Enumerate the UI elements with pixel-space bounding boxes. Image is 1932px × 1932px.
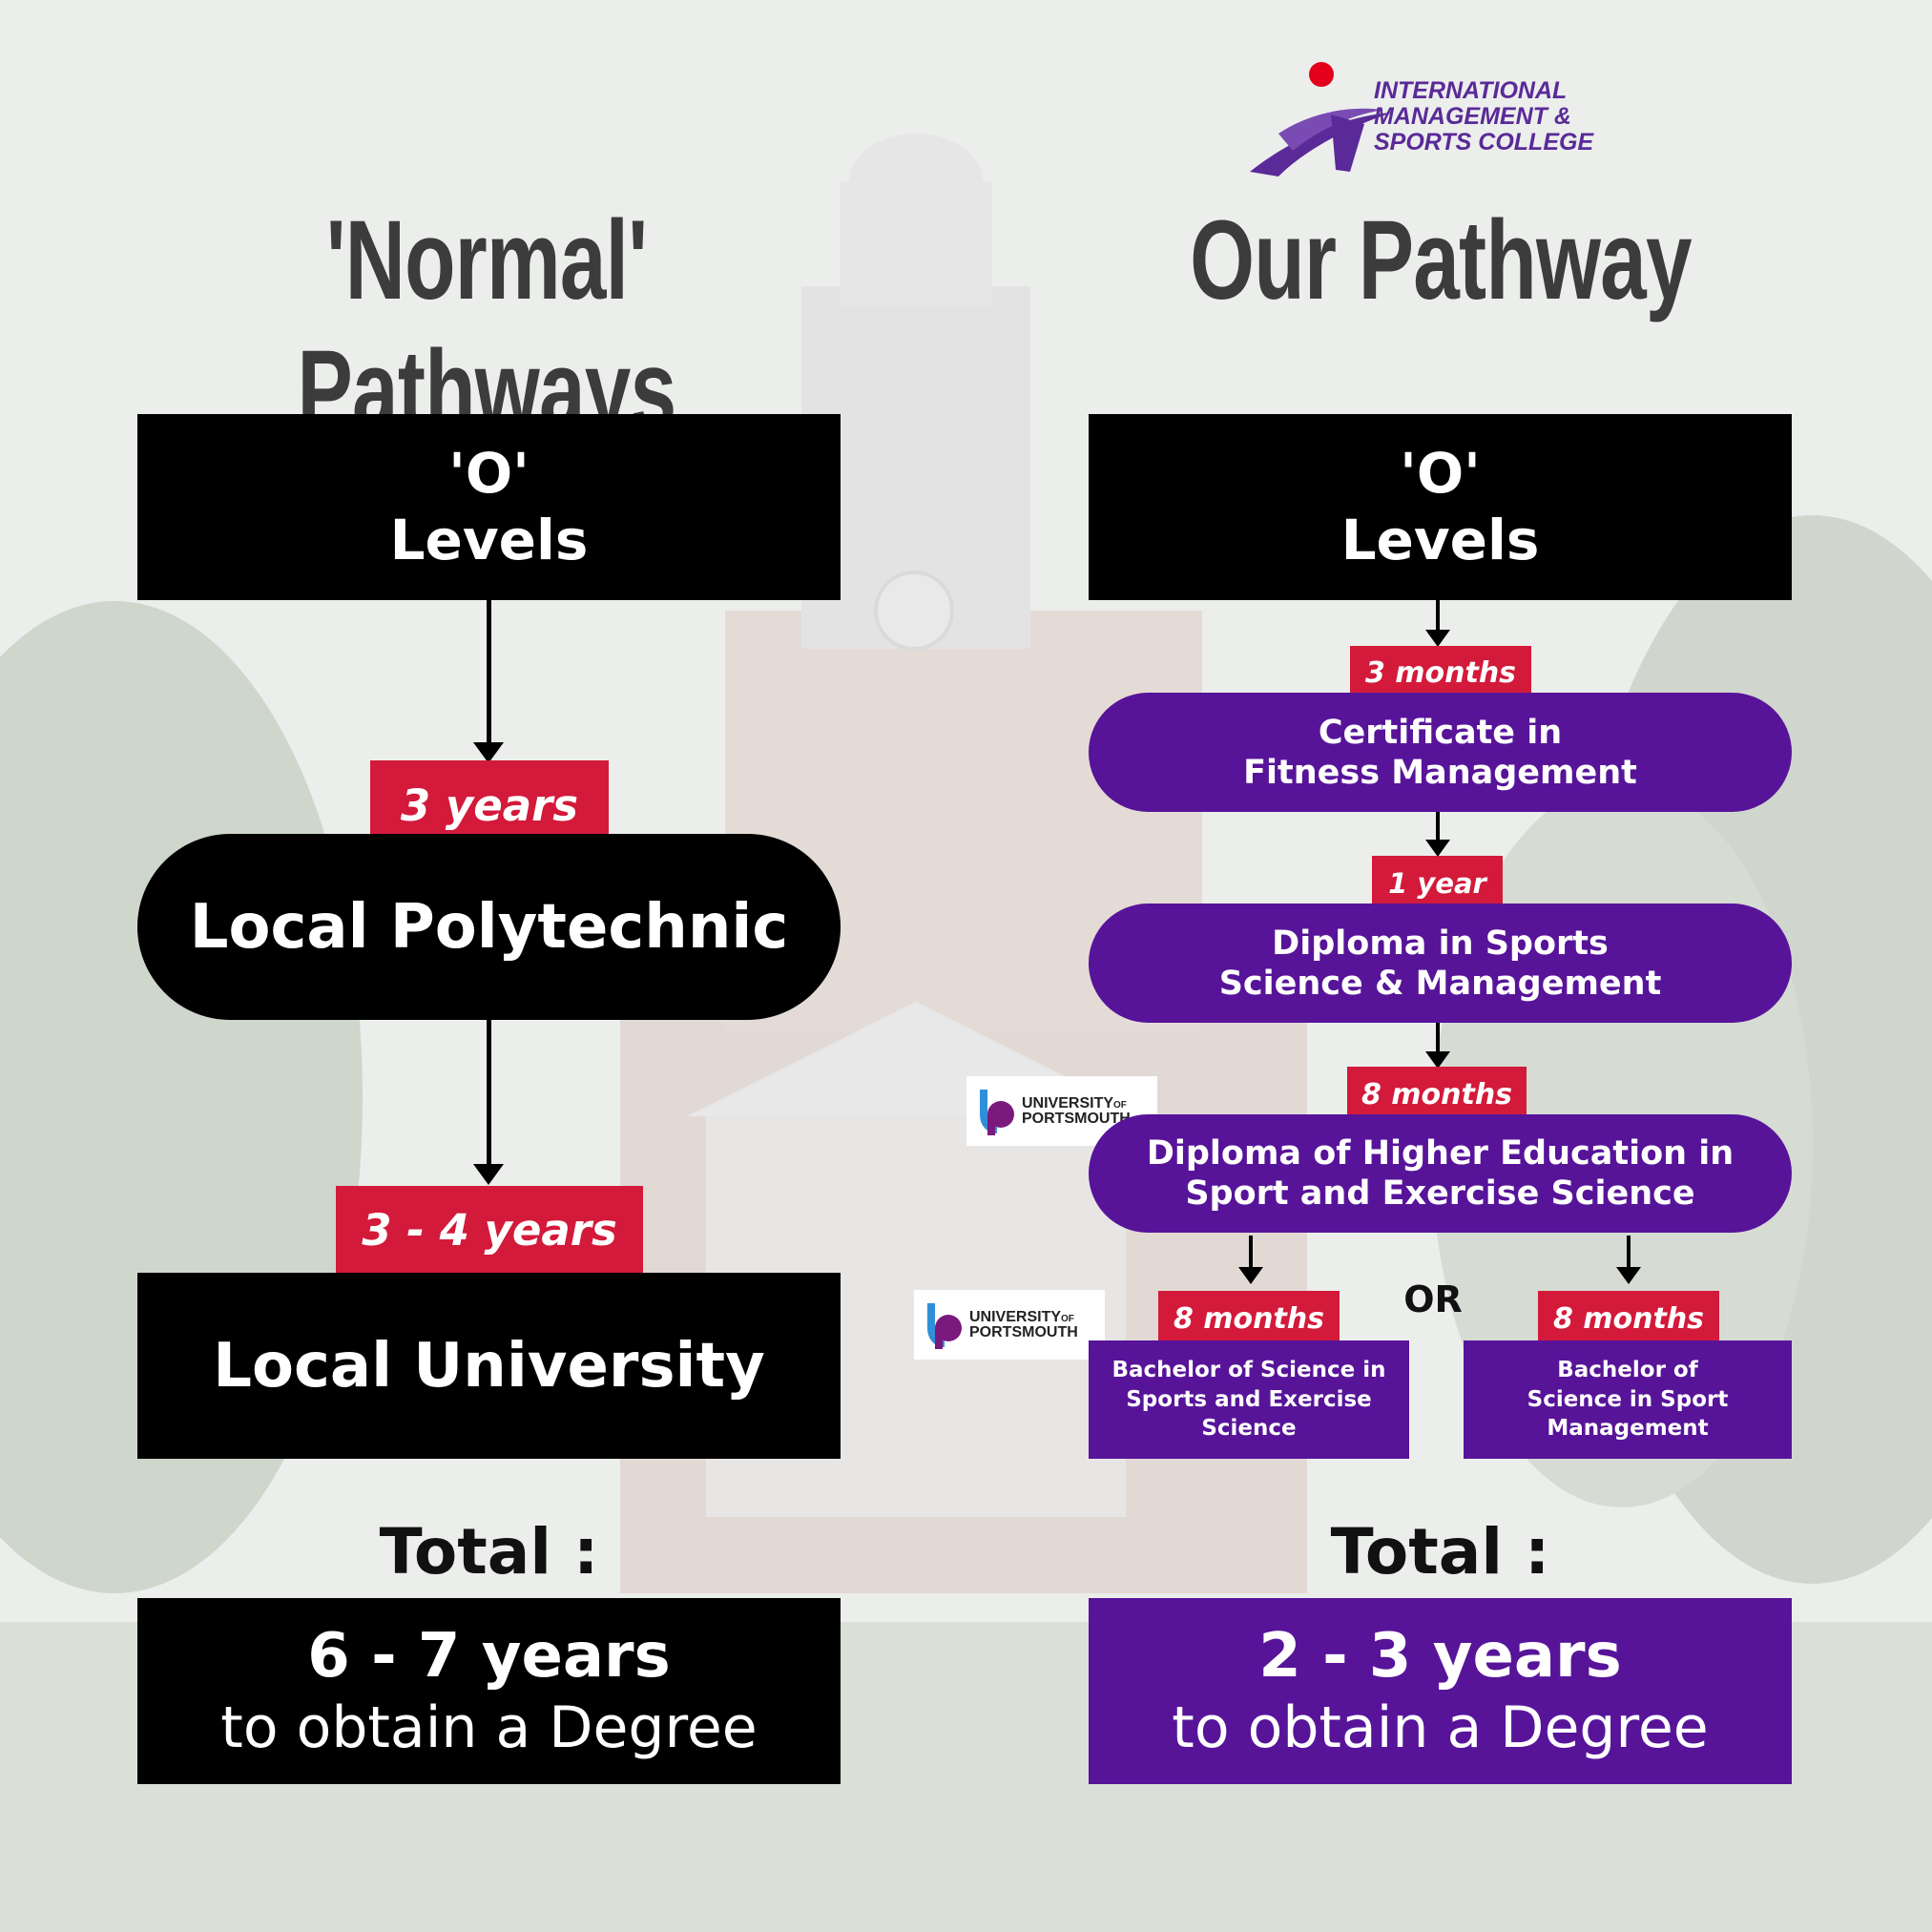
portsmouth-badge-1-line-2: PORTSMOUTH	[1022, 1110, 1131, 1127]
right-diploma-line-2: Science & Management	[1218, 964, 1662, 1003]
branch-a-arrow-tip	[1238, 1267, 1263, 1284]
left-total-box: 6 - 7 years to obtain a Degree	[137, 1598, 841, 1784]
right-arrow-2-line	[1436, 812, 1440, 845]
left-o-label: 'O'	[448, 440, 530, 506]
right-arrow-3-line	[1436, 1023, 1440, 1056]
branch-b-arrow-line	[1627, 1236, 1631, 1271]
left-o-levels-box: 'O' Levels	[137, 414, 841, 600]
right-arrow-1-tip	[1425, 630, 1450, 647]
branch-b-line-1: Bachelor of	[1557, 1358, 1698, 1383]
or-label: OR	[1403, 1278, 1463, 1320]
portsmouth-badge-1-of: OF	[1113, 1099, 1127, 1111]
right-duration-tag-2: 1 year	[1372, 856, 1503, 910]
portsmouth-badge-2-line-2: PORTSMOUTH	[969, 1323, 1078, 1340]
portsmouth-badge-2: UNIVERSITYOF PORTSMOUTH	[914, 1290, 1105, 1360]
left-duration-tag-2: 3 - 4 years	[336, 1186, 643, 1274]
logo-line-3: SPORTS COLLEGE	[1374, 129, 1594, 156]
right-duration-tag-3: 8 months	[1347, 1067, 1527, 1122]
right-certificate-line-2: Fitness Management	[1243, 753, 1637, 792]
left-total-suffix: to obtain a Degree	[220, 1693, 758, 1761]
portsmouth-badge-2-line-1: UNIVERSITY	[969, 1308, 1062, 1325]
right-o-label: 'O'	[1400, 440, 1481, 506]
right-higher-education-box: Diploma of Higher Education in Sport and…	[1089, 1114, 1792, 1233]
branch-a-arrow-line	[1249, 1236, 1253, 1271]
right-certificate-box: Certificate in Fitness Management	[1089, 693, 1792, 812]
branch-a-box: Bachelor of Science in Sports and Exerci…	[1089, 1340, 1409, 1459]
right-diploma-line-1: Diploma in Sports	[1272, 924, 1609, 963]
left-arrow-2-tip	[473, 1164, 504, 1185]
portsmouth-badge-1-line-1: UNIVERSITY	[1022, 1094, 1114, 1111]
college-logo-mark	[1250, 62, 1393, 177]
right-arrow-1-line	[1436, 600, 1440, 634]
right-higher-education-line-2: Sport and Exercise Science	[1185, 1174, 1695, 1213]
right-arrow-2-tip	[1425, 840, 1450, 857]
left-university-box: Local University	[137, 1273, 841, 1459]
right-heading: Our Pathway	[1190, 197, 1692, 323]
portsmouth-badge-2-of: OF	[1061, 1313, 1074, 1324]
right-certificate-line-1: Certificate in	[1318, 713, 1563, 752]
left-heading: 'Normal' Pathways	[297, 197, 677, 453]
branch-b-box: Bachelor of Science in Sport Management	[1464, 1340, 1792, 1459]
left-arrow-1-tip	[473, 742, 504, 763]
portsmouth-logo-icon	[927, 1302, 962, 1349]
right-duration-tag-1: 3 months	[1350, 646, 1531, 700]
right-arrow-3-tip	[1425, 1051, 1450, 1069]
right-o-levels-box: 'O' Levels	[1089, 414, 1792, 600]
left-levels-label: Levels	[389, 507, 589, 572]
branch-b-arrow-tip	[1616, 1267, 1641, 1284]
branch-a-line-2: Sports and Exercise	[1126, 1386, 1372, 1412]
branch-b-line-2: Science in Sport	[1527, 1386, 1729, 1412]
right-total-label: Total :	[1330, 1515, 1550, 1589]
right-total-suffix: to obtain a Degree	[1172, 1693, 1709, 1761]
branch-a-line-3: Science	[1201, 1416, 1297, 1442]
left-arrow-1-line	[487, 600, 491, 745]
right-higher-education-line-1: Diploma of Higher Education in	[1146, 1134, 1735, 1173]
right-levels-label: Levels	[1340, 507, 1540, 572]
branch-b-duration-tag: 8 months	[1538, 1291, 1719, 1346]
left-polytechnic-box: Local Polytechnic	[137, 834, 841, 1020]
college-logo-text: INTERNATIONAL MANAGEMENT & SPORTS COLLEG…	[1374, 78, 1651, 156]
portsmouth-logo-icon	[980, 1089, 1014, 1135]
right-total-box: 2 - 3 years to obtain a Degree	[1089, 1598, 1792, 1784]
right-total-value: 2 - 3 years	[1258, 1621, 1622, 1693]
left-total-label: Total :	[379, 1515, 599, 1589]
right-diploma-box: Diploma in Sports Science & Management	[1089, 904, 1792, 1023]
branch-b-line-3: Management	[1547, 1416, 1709, 1442]
left-total-value: 6 - 7 years	[307, 1621, 671, 1693]
logo-line-2: MANAGEMENT &	[1374, 103, 1571, 130]
branch-a-duration-tag: 8 months	[1158, 1291, 1340, 1346]
branch-a-line-1: Bachelor of Science in	[1111, 1358, 1386, 1383]
left-arrow-2-line	[487, 1020, 491, 1177]
logo-line-1: INTERNATIONAL	[1374, 77, 1568, 104]
